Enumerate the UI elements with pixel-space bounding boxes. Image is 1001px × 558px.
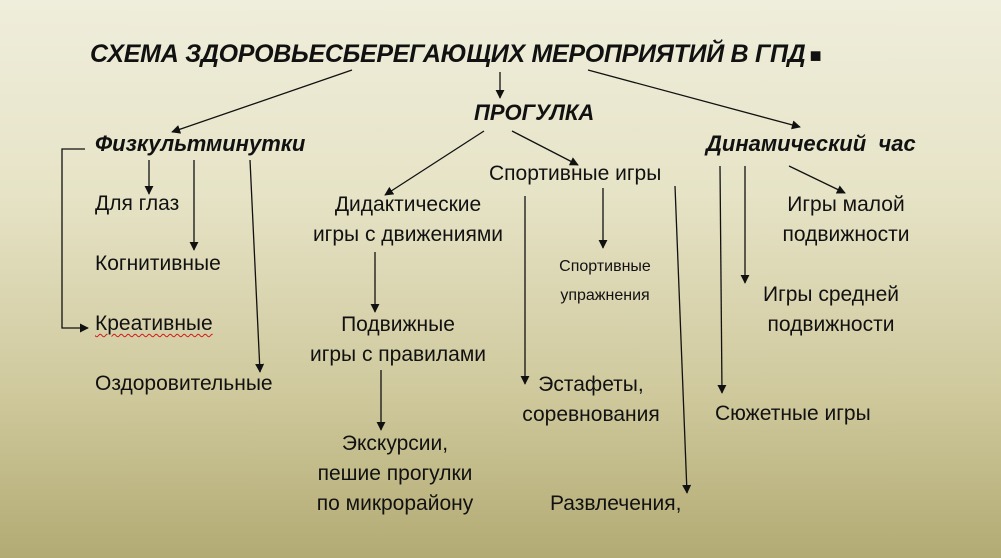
medium-line-2: подвижности [767,313,895,336]
item-dlya-glaz: Для глаз [95,192,180,215]
relays-line-1: Эстафеты, [538,373,644,396]
item-kreativnye: Креативные [95,312,213,335]
arrow-progulka-to-didactic [384,130,485,196]
heading-progulka: ПРОГУЛКА [474,100,595,125]
arrow-fizkult-to-ozdorovitelnye [249,159,265,373]
item-low-mobility-games: Игры малой подвижности [760,190,932,250]
item-medium-mobility-games: Игры средней подвижности [742,280,920,340]
didactic-line-1: Дидактические [334,193,482,216]
arrow-sport-to-entertainment [674,185,692,494]
arrow-dynamic-to-story [717,165,727,394]
excursions-line-1: Экскурсии, [341,432,449,455]
moving-line-1: Подвижные [341,313,455,336]
low-line-1: Игры малой [787,193,905,216]
heading-dynamic-hour: Динамический час [706,131,916,156]
item-relays: Эстафеты, соревнования [505,370,677,430]
item-sport-exercises: Спортивные упражнения [530,252,680,310]
moving-line-2: игры с правилами [309,343,487,366]
item-story-games: Сюжетные игры [715,402,871,425]
excursions-line-3: по микрорайону [316,492,474,515]
item-excursions: Экскурсии, пешие прогулки по микрорайону [290,429,500,519]
exercises-line-1: Спортивные [559,258,651,275]
arrow-title-to-fizkult [171,69,353,134]
arrow-dynamic-to-low [788,165,846,194]
relays-line-2: соревнования [522,403,660,426]
item-didactic-games: Дидактические игры с движениями [290,190,526,250]
item-sport-games: Спортивные игры [489,162,662,185]
item-entertainment: Развлечения, [550,492,682,515]
diagram-title: СХЕМА ЗДОРОВЬЕСБЕРЕГАЮЩИХ МЕРОПРИЯТИЙ В … [90,40,822,69]
title-text: СХЕМА ЗДОРОВЬЕСБЕРЕГАЮЩИХ МЕРОПРИЯТИЙ В … [90,40,806,68]
arrow-progulka-to-sport-games [511,130,579,166]
medium-line-1: Игры средней [762,283,900,306]
exercises-line-2: упражнения [560,287,650,304]
excursions-line-2: пешие прогулки [317,462,473,485]
title-bullet: ■ [809,45,822,67]
heading-fizkultminutki: Физкультминутки [95,131,306,156]
low-line-2: подвижности [782,223,910,246]
item-moving-games: Подвижные игры с правилами [288,310,508,370]
item-ozdorovitelnye: Оздоровительные [95,372,273,395]
didactic-line-2: игры с движениями [312,223,504,246]
item-kognitivnye: Когнитивные [95,252,221,275]
arrow-title-to-dynamic [587,69,801,130]
arrow-fizkult-to-kreativnye [61,148,89,333]
